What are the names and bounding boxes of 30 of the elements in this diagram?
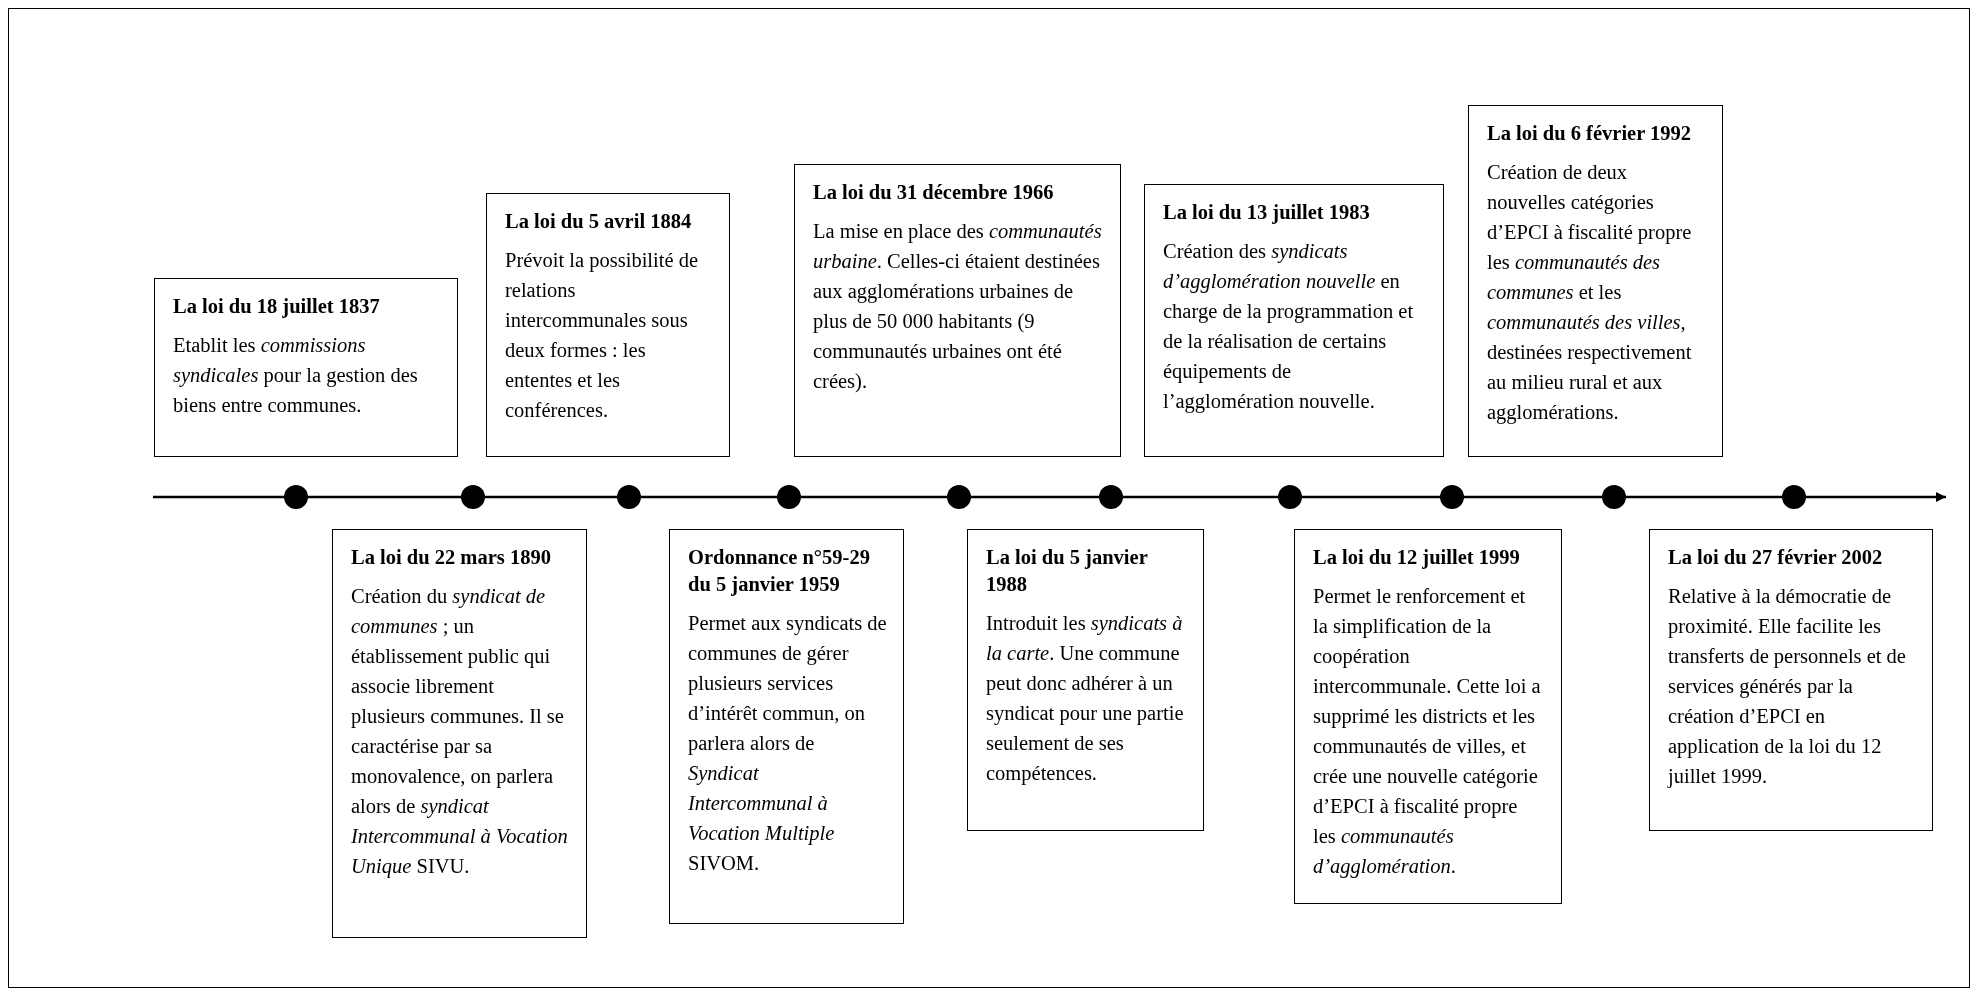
timeline-card: [154, 278, 458, 457]
card-heading: La loi du 5 avril 1884: [505, 209, 693, 234]
card-heading: La loi du 12 juillet 1999: [1313, 545, 1521, 571]
card-text: Création de deux nouvelles catégories d’EPCI à fiscalité propre les communautés des communes et les communautés des villes, destinées respectivement au milieu rural et aux agglomérations.: [1487, 160, 1693, 426]
card-text: Création des syndicats d’agglomération nouvelle en charge de la programmation et de la réalisation de certains équipements de l’agglomération nouvelle.: [1163, 239, 1415, 415]
card-heading: Ordonnance n°59-29 du 5 janvier 1959: [688, 545, 871, 598]
card-text: Création du syndicat de communes ; un établissement public qui associe librement plusieurs communes. Il se caractérise par sa monovalence, on parlera alors de syndicat Intercommunal à Vocation Unique SIVU.: [351, 584, 569, 880]
timeline-card: [794, 164, 1121, 457]
timeline-card: [332, 529, 587, 938]
timeline-card: [1144, 184, 1444, 457]
card-text: Permet aux syndicats de communes de gérer plusieurs services d’intérêt commun, on parlera alors de Syndicat Intercommunal à Vocation Multiple SIVOM.: [688, 611, 887, 876]
timeline-card: [669, 529, 904, 924]
card-heading: La loi du 13 juillet 1983: [1163, 200, 1371, 226]
card-text: Introduit les syndicats à la carte. Une commune peut donc adhérer à un syndicat pour une partie seulement de ses compétences.: [986, 611, 1185, 787]
card-heading: La loi du 27 février 2002: [1668, 545, 1884, 570]
timeline-card: [1294, 529, 1562, 904]
card-heading: La loi du 5 janvier 1988: [986, 545, 1149, 597]
card-text: La mise en place des communautés urbaine. Celles-ci étaient destinées aux agglomérations urbaines de plus de 50 000 habitants (9 communautés urbaines ont été crées).: [813, 219, 1103, 394]
card-text: Relative à la démocratie de proximité. Elle facilite les transferts de personnels et de services générés par la création d’EPCI en application de la loi du 12 juillet 1999.: [1668, 584, 1907, 790]
card-heading: La loi du 18 juillet 1837: [173, 294, 381, 320]
timeline-card: [1649, 529, 1933, 831]
timeline-card: [486, 193, 730, 457]
card-text: Etablit les commissions syndicales pour la gestion des biens entre communes.: [173, 333, 419, 418]
timeline-card: [967, 529, 1204, 831]
card-heading: La loi du 22 mars 1890: [351, 545, 552, 570]
card-heading: La loi du 6 février 1992: [1487, 121, 1693, 146]
card-text: Permet le renforcement et la simplification de la coopération intercommunale. Cette loi a supprimé les districts et les communautés de villes, et crée une nouvelle catégorie d’EPCI à fiscalité propre les communautés d’agglomération.: [1313, 584, 1542, 880]
card-text: Prévoit la possibilité de relations intercommunales sous deux formes : les ententes et les conférences.: [505, 248, 700, 423]
timeline-card: [1468, 105, 1723, 457]
card-heading: La loi du 31 décembre 1966: [813, 180, 1055, 205]
